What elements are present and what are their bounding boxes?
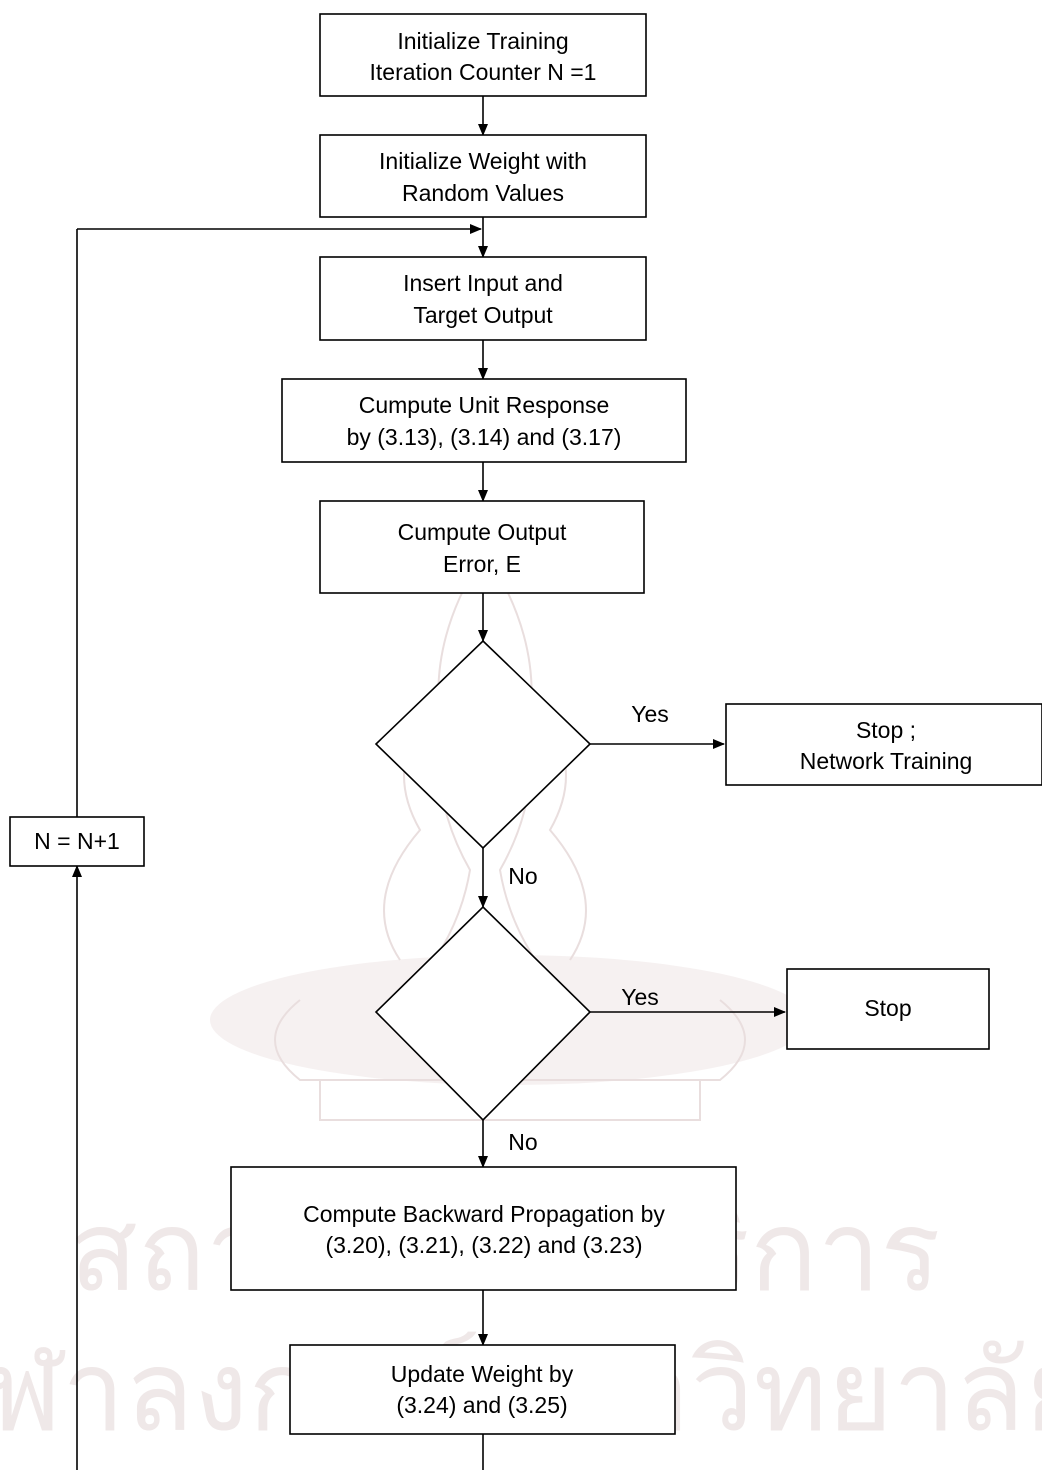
node-unit-response-line-1: Cumpute Unit Response (359, 392, 610, 418)
node-init-counter-line-2: Iteration Counter N =1 (370, 59, 597, 85)
edge-label-yes-2: Yes (621, 984, 659, 1010)
node-output-error-line-1: Cumpute Output (398, 519, 567, 545)
decision-iteration-limit (374, 905, 592, 1122)
node-backprop: Compute Backward Propagation by (3.20), … (230, 1166, 737, 1291)
node-init-weight-line-2: Random Values (402, 180, 564, 206)
node-unit-response: Cumpute Unit Response by (3.13), (3.14) … (281, 378, 687, 463)
edge-label-yes-1: Yes (631, 701, 669, 727)
node-update-weight-line-2: (3.24) and (3.25) (396, 1392, 567, 1418)
node-increment-line-1: N = N+1 (34, 828, 120, 854)
node-stop-line-1: Stop (864, 995, 911, 1021)
node-increment: N = N+1 (9, 816, 145, 867)
node-backprop-line-1: Compute Backward Propagation by (303, 1201, 665, 1227)
node-insert-input-line-2: Target Output (413, 302, 553, 328)
node-backprop-line-2: (3.20), (3.21), (3.22) and (3.23) (325, 1232, 642, 1258)
node-update-weight: Update Weight by (3.24) and (3.25) (289, 1344, 676, 1435)
node-stop-network: Stop ; Network Training (725, 703, 1042, 786)
edge-label-no-2: No (508, 1129, 537, 1155)
node-init-counter: Initialize Training Iteration Counter N … (319, 13, 647, 97)
node-unit-response-line-2: by (3.13), (3.14) and (3.17) (347, 424, 622, 450)
node-init-weight: Initialize Weight with Random Values (319, 134, 647, 218)
node-stop-network-line-1: Stop ; (856, 717, 916, 743)
node-stop-network-line-2: Network Training (800, 748, 973, 774)
node-stop: Stop (786, 968, 990, 1050)
node-init-counter-line-1: Initialize Training (397, 28, 568, 54)
node-init-weight-line-1: Initialize Weight with (379, 148, 587, 174)
node-output-error: Cumpute Output Error, E (319, 500, 645, 594)
node-output-error-line-2: Error, E (443, 551, 521, 577)
decision-error-threshold (374, 639, 592, 850)
node-insert-input: Insert Input and Target Output (319, 256, 647, 341)
edge-label-no-1: No (508, 863, 537, 889)
node-update-weight-line-1: Update Weight by (391, 1361, 574, 1387)
node-insert-input-line-1: Insert Input and (403, 270, 563, 296)
connectors (72, 96, 786, 1470)
